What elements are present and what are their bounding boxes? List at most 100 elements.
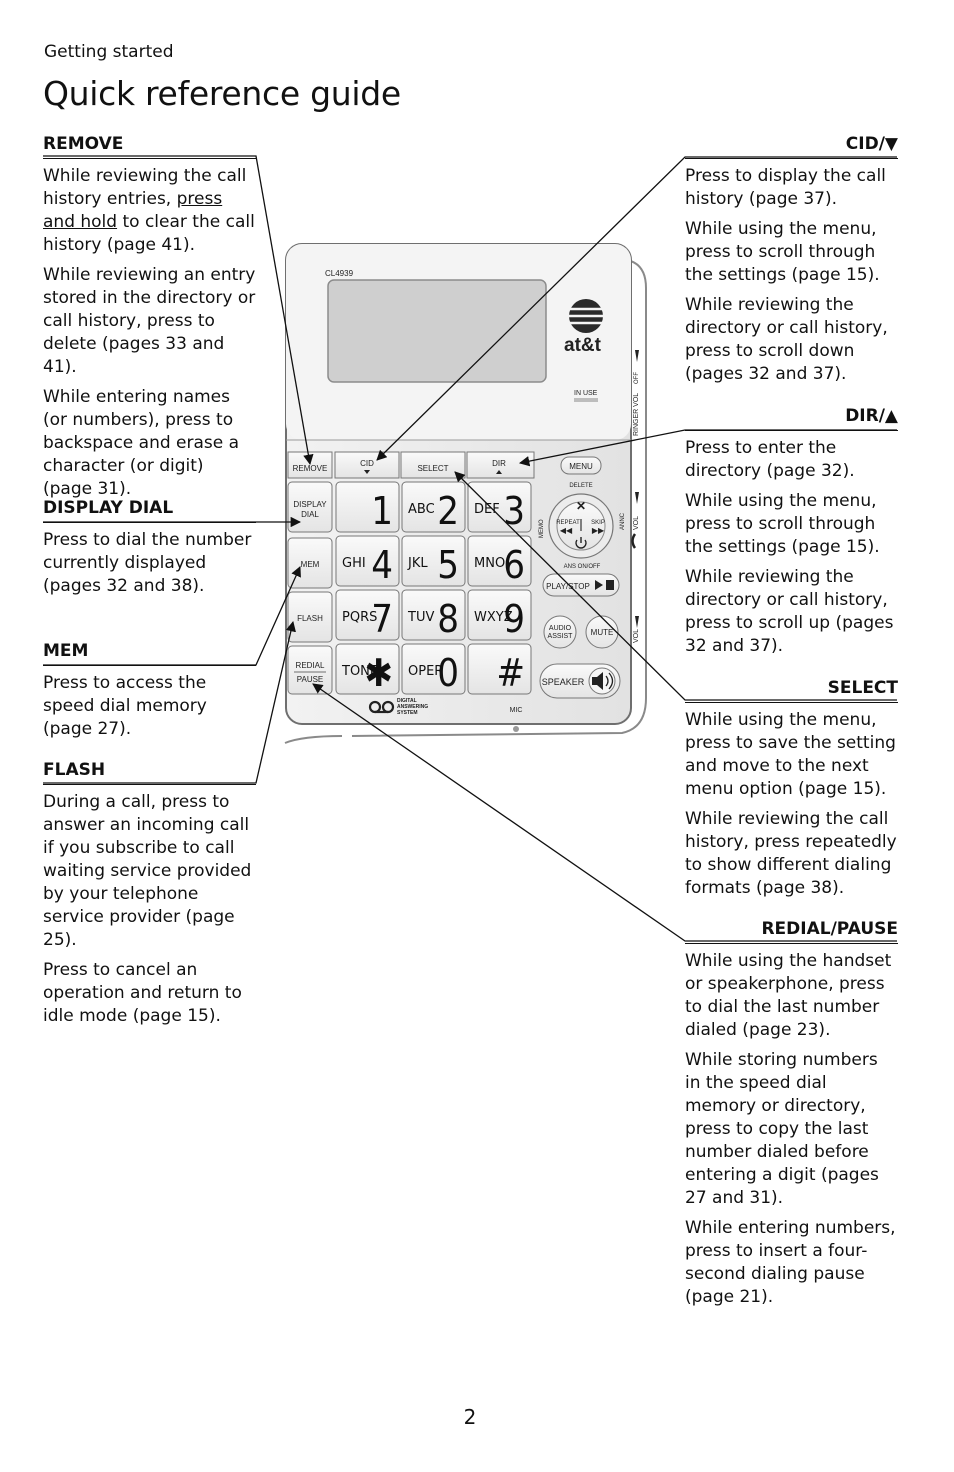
remove-text-3: While entering names (or numbers), press… xyxy=(43,387,240,499)
dir-text-3: While reviewing the directory or call hi… xyxy=(685,567,894,656)
redial-section: REDIAL/PAUSE While using the handset or … xyxy=(685,918,898,1316)
select-text-2: While reviewing the call history, press … xyxy=(685,809,897,898)
display-screen xyxy=(327,279,547,383)
page-number: 2 xyxy=(463,1405,477,1429)
play-stop-label: PLAY/STOP xyxy=(546,582,590,591)
dialpad-key-letters: TONE xyxy=(341,664,378,679)
remove-section: REMOVE While reviewing the call history … xyxy=(43,133,256,508)
ringer-slider-icon[interactable] xyxy=(635,350,639,362)
flash-heading: FLASH xyxy=(43,759,256,785)
page-title: Quick reference guide xyxy=(43,74,401,113)
flash-section: FLASH During a call, press to answer an … xyxy=(43,759,256,1035)
dialpad-key-letters: PQRS xyxy=(342,610,377,625)
dialpad-key-digit: 3 xyxy=(503,489,525,533)
display-dial-text: Press to dial the number currently displ… xyxy=(43,530,252,596)
mute-key[interactable]: MUTE xyxy=(585,615,619,649)
dialpad-key-letters: JKL xyxy=(407,556,428,571)
select-heading: SELECT xyxy=(685,677,898,703)
dialpad-key-letters: MNO xyxy=(474,556,505,571)
vol-down-icon[interactable] xyxy=(635,492,639,504)
flash-key[interactable]: FLASH xyxy=(287,591,333,643)
flash-text-1: During a call, press to answer an incomi… xyxy=(43,792,252,950)
dialpad-key-digit: 4 xyxy=(371,543,393,587)
dialpad-key-letters: TUV xyxy=(407,610,434,625)
redial-text-1: While using the handset or speakerphone,… xyxy=(685,951,892,1040)
vol-label-1: VOL xyxy=(633,516,640,530)
brand-logo-text: at&t xyxy=(564,335,602,356)
dir-section: DIR/▲ Press to enter the directory (page… xyxy=(685,405,898,665)
dialpad-key-star[interactable]: TONE✱ xyxy=(335,643,400,695)
mem-key-label: MEM xyxy=(301,560,320,569)
flash-key-label: FLASH xyxy=(297,614,323,623)
phone-base-edge-left xyxy=(284,735,343,744)
att-globe-icon xyxy=(569,299,603,333)
display-dial-section: DISPLAY DIAL Press to dial the number cu… xyxy=(43,497,256,605)
redial-key-label: REDIAL xyxy=(296,661,325,670)
pause-key-label: PAUSE xyxy=(297,675,324,684)
dialpad-key-letters: DEF xyxy=(474,502,500,517)
cid-key[interactable]: CID xyxy=(334,451,400,479)
select-section: SELECT While using the menu, press to sa… xyxy=(685,677,898,907)
speaker-key[interactable]: SPEAKER xyxy=(539,663,621,699)
memo-label: MEMO xyxy=(539,519,545,538)
select-key-label: SELECT xyxy=(417,464,448,473)
mem-section: MEM Press to access the speed dial memor… xyxy=(43,640,256,748)
cid-key-label: CID xyxy=(360,459,374,468)
stop-icon xyxy=(606,580,614,590)
mute-label: MUTE xyxy=(591,628,614,637)
dialpad-key-digit: # xyxy=(496,651,525,695)
remove-key-label: REMOVE xyxy=(293,464,328,473)
dial-key-label: DIAL xyxy=(301,510,319,519)
delete-label: DELETE xyxy=(569,483,592,489)
fast-forward-icon: ▶▶ xyxy=(592,526,605,535)
rewind-icon: ◀◀ xyxy=(560,526,573,535)
redial-pause-key[interactable]: REDIAL PAUSE xyxy=(287,645,333,695)
remove-key[interactable]: REMOVE xyxy=(287,451,333,479)
vol-up-icon[interactable] xyxy=(635,616,639,628)
display-key-label: DISPLAY xyxy=(293,500,327,509)
play-stop-key[interactable]: PLAY/STOP xyxy=(542,573,620,597)
dir-text-2: While using the menu, press to scroll th… xyxy=(685,491,880,557)
vol-label-2: VOL xyxy=(633,629,640,643)
dialpad-key-letters: ABC xyxy=(408,502,435,517)
redial-text-3: While entering numbers, press to insert … xyxy=(685,1218,896,1307)
delete-x-icon[interactable]: ✕ xyxy=(576,499,586,513)
assist-label: ASSIST xyxy=(548,633,574,640)
mem-heading: MEM xyxy=(43,640,256,666)
in-use-light xyxy=(574,398,598,402)
menu-key-label: MENU xyxy=(569,462,593,471)
remove-text-1: While reviewing the call history entries… xyxy=(43,165,256,257)
section-label: Getting started xyxy=(44,42,174,62)
mic-label: MIC xyxy=(510,707,523,714)
menu-key[interactable]: MENU xyxy=(560,456,602,475)
dialpad-key-letters: OPER xyxy=(408,664,443,679)
dialpad-key-1[interactable]: 1 xyxy=(335,481,400,533)
select-text-1: While using the menu, press to save the … xyxy=(685,710,896,799)
audio-assist-key[interactable]: AUDIO ASSIST xyxy=(543,615,577,649)
dialpad-key-digit: 7 xyxy=(371,597,393,641)
answering-dial: ✕ REPEAT ◀◀ SKIP ▶▶ xyxy=(548,493,614,559)
ringer-vol-label: RINGER VOL xyxy=(633,393,640,436)
model-number: CL4939 xyxy=(325,269,354,278)
in-use-label: IN USE xyxy=(574,390,598,397)
flash-text-2: Press to cancel an operation and return … xyxy=(43,960,242,1026)
select-key[interactable]: SELECT xyxy=(400,451,466,479)
handset-icon xyxy=(631,533,637,549)
dialpad-key-pound[interactable]: # xyxy=(467,643,532,695)
dir-key[interactable]: DIR xyxy=(466,451,535,479)
remove-heading: REMOVE xyxy=(43,133,256,159)
dir-key-label: DIR xyxy=(492,459,506,468)
mem-key[interactable]: MEM xyxy=(287,537,333,589)
speaker-label: SPEAKER xyxy=(542,677,585,687)
cid-heading: CID/▼ xyxy=(685,133,898,159)
display-dial-key[interactable]: DISPLAY DIAL xyxy=(287,481,333,533)
